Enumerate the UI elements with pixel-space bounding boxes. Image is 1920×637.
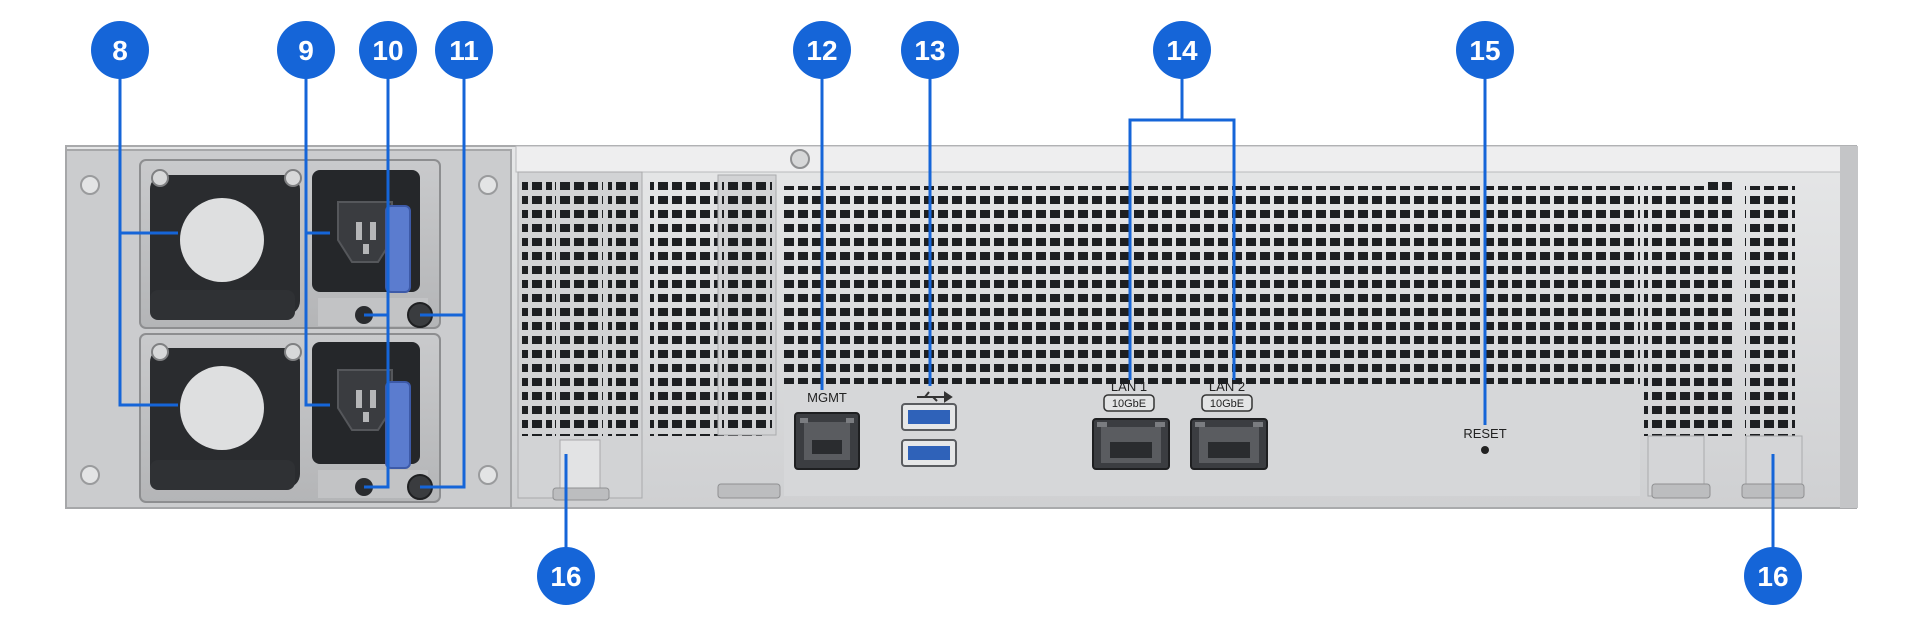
screw-icon [478, 175, 498, 195]
leader-14 [1128, 66, 1184, 380]
lan-1-speed-label: 10GbE [1112, 398, 1146, 410]
vent-grille [784, 186, 1640, 386]
svg-text:16: 16 [1757, 561, 1788, 592]
mgmt-port [794, 412, 860, 470]
lan-1-speed-badge [1103, 394, 1155, 412]
lan-2-speed-label: 10GbE [1210, 398, 1244, 410]
lan-2-label: LAN 2 [1209, 379, 1245, 394]
leader-10b [364, 315, 390, 489]
svg-text:12: 12 [806, 35, 837, 66]
callout-10: 10 [359, 21, 417, 79]
lan-port-2 [1190, 418, 1268, 470]
callout-11: 11 [435, 21, 493, 79]
power-supply-1 [139, 159, 441, 329]
callout-16-left: 16 [537, 547, 595, 605]
usb-ports [901, 391, 957, 467]
callout-12: 12 [793, 21, 851, 79]
svg-text:13: 13 [914, 35, 945, 66]
lan-port-1 [1092, 418, 1170, 470]
callout-9: 9 [277, 21, 335, 79]
expansion-slot-covers-left [517, 171, 643, 501]
callout-8: 8 [91, 21, 149, 79]
callout-13: 13 [901, 21, 959, 79]
chassis-top-rail [515, 145, 1857, 173]
usb-icon [917, 391, 953, 403]
lan-2-speed-badge [1201, 394, 1253, 412]
expansion-slot-covers-right [1647, 435, 1805, 499]
vent-grille [1644, 186, 1704, 436]
vent-grille [1745, 186, 1795, 436]
screw-icon [151, 169, 169, 187]
fan-icon [180, 198, 264, 282]
reset-pinhole [1481, 446, 1489, 454]
screw-icon [284, 343, 302, 361]
svg-text:11: 11 [449, 35, 479, 66]
svg-text:10: 10 [372, 35, 403, 66]
callout-15: 15 [1456, 21, 1514, 79]
fan-icon [180, 366, 264, 450]
psu-release-latch [385, 381, 411, 469]
screw-icon [80, 465, 100, 485]
screw-icon [790, 149, 810, 169]
svg-text:8: 8 [112, 35, 128, 66]
svg-text:16: 16 [550, 561, 581, 592]
psu-release-latch [385, 205, 411, 293]
vent-grille [722, 178, 772, 434]
callout-14: 14 [1153, 21, 1211, 79]
leader-14b [1182, 118, 1236, 380]
leader-9b [304, 233, 330, 407]
lan-1-label: LAN 1 [1111, 379, 1147, 394]
vent-grille [1705, 178, 1733, 436]
screw-icon [80, 175, 100, 195]
chassis-right-edge [1840, 146, 1858, 508]
leader-lines [118, 66, 1775, 548]
leader-11b [420, 315, 466, 489]
svg-text:9: 9 [298, 35, 314, 66]
screw-icon [284, 169, 302, 187]
leader-8b [118, 233, 178, 407]
svg-text:14: 14 [1166, 35, 1198, 66]
screw-icon [478, 465, 498, 485]
mgmt-label: MGMT [807, 390, 847, 405]
power-supply-2 [139, 333, 441, 503]
svg-text:15: 15 [1469, 35, 1500, 66]
callout-16-right: 16 [1744, 547, 1802, 605]
reset-label: RESET [1463, 426, 1506, 441]
screw-icon [151, 343, 169, 361]
